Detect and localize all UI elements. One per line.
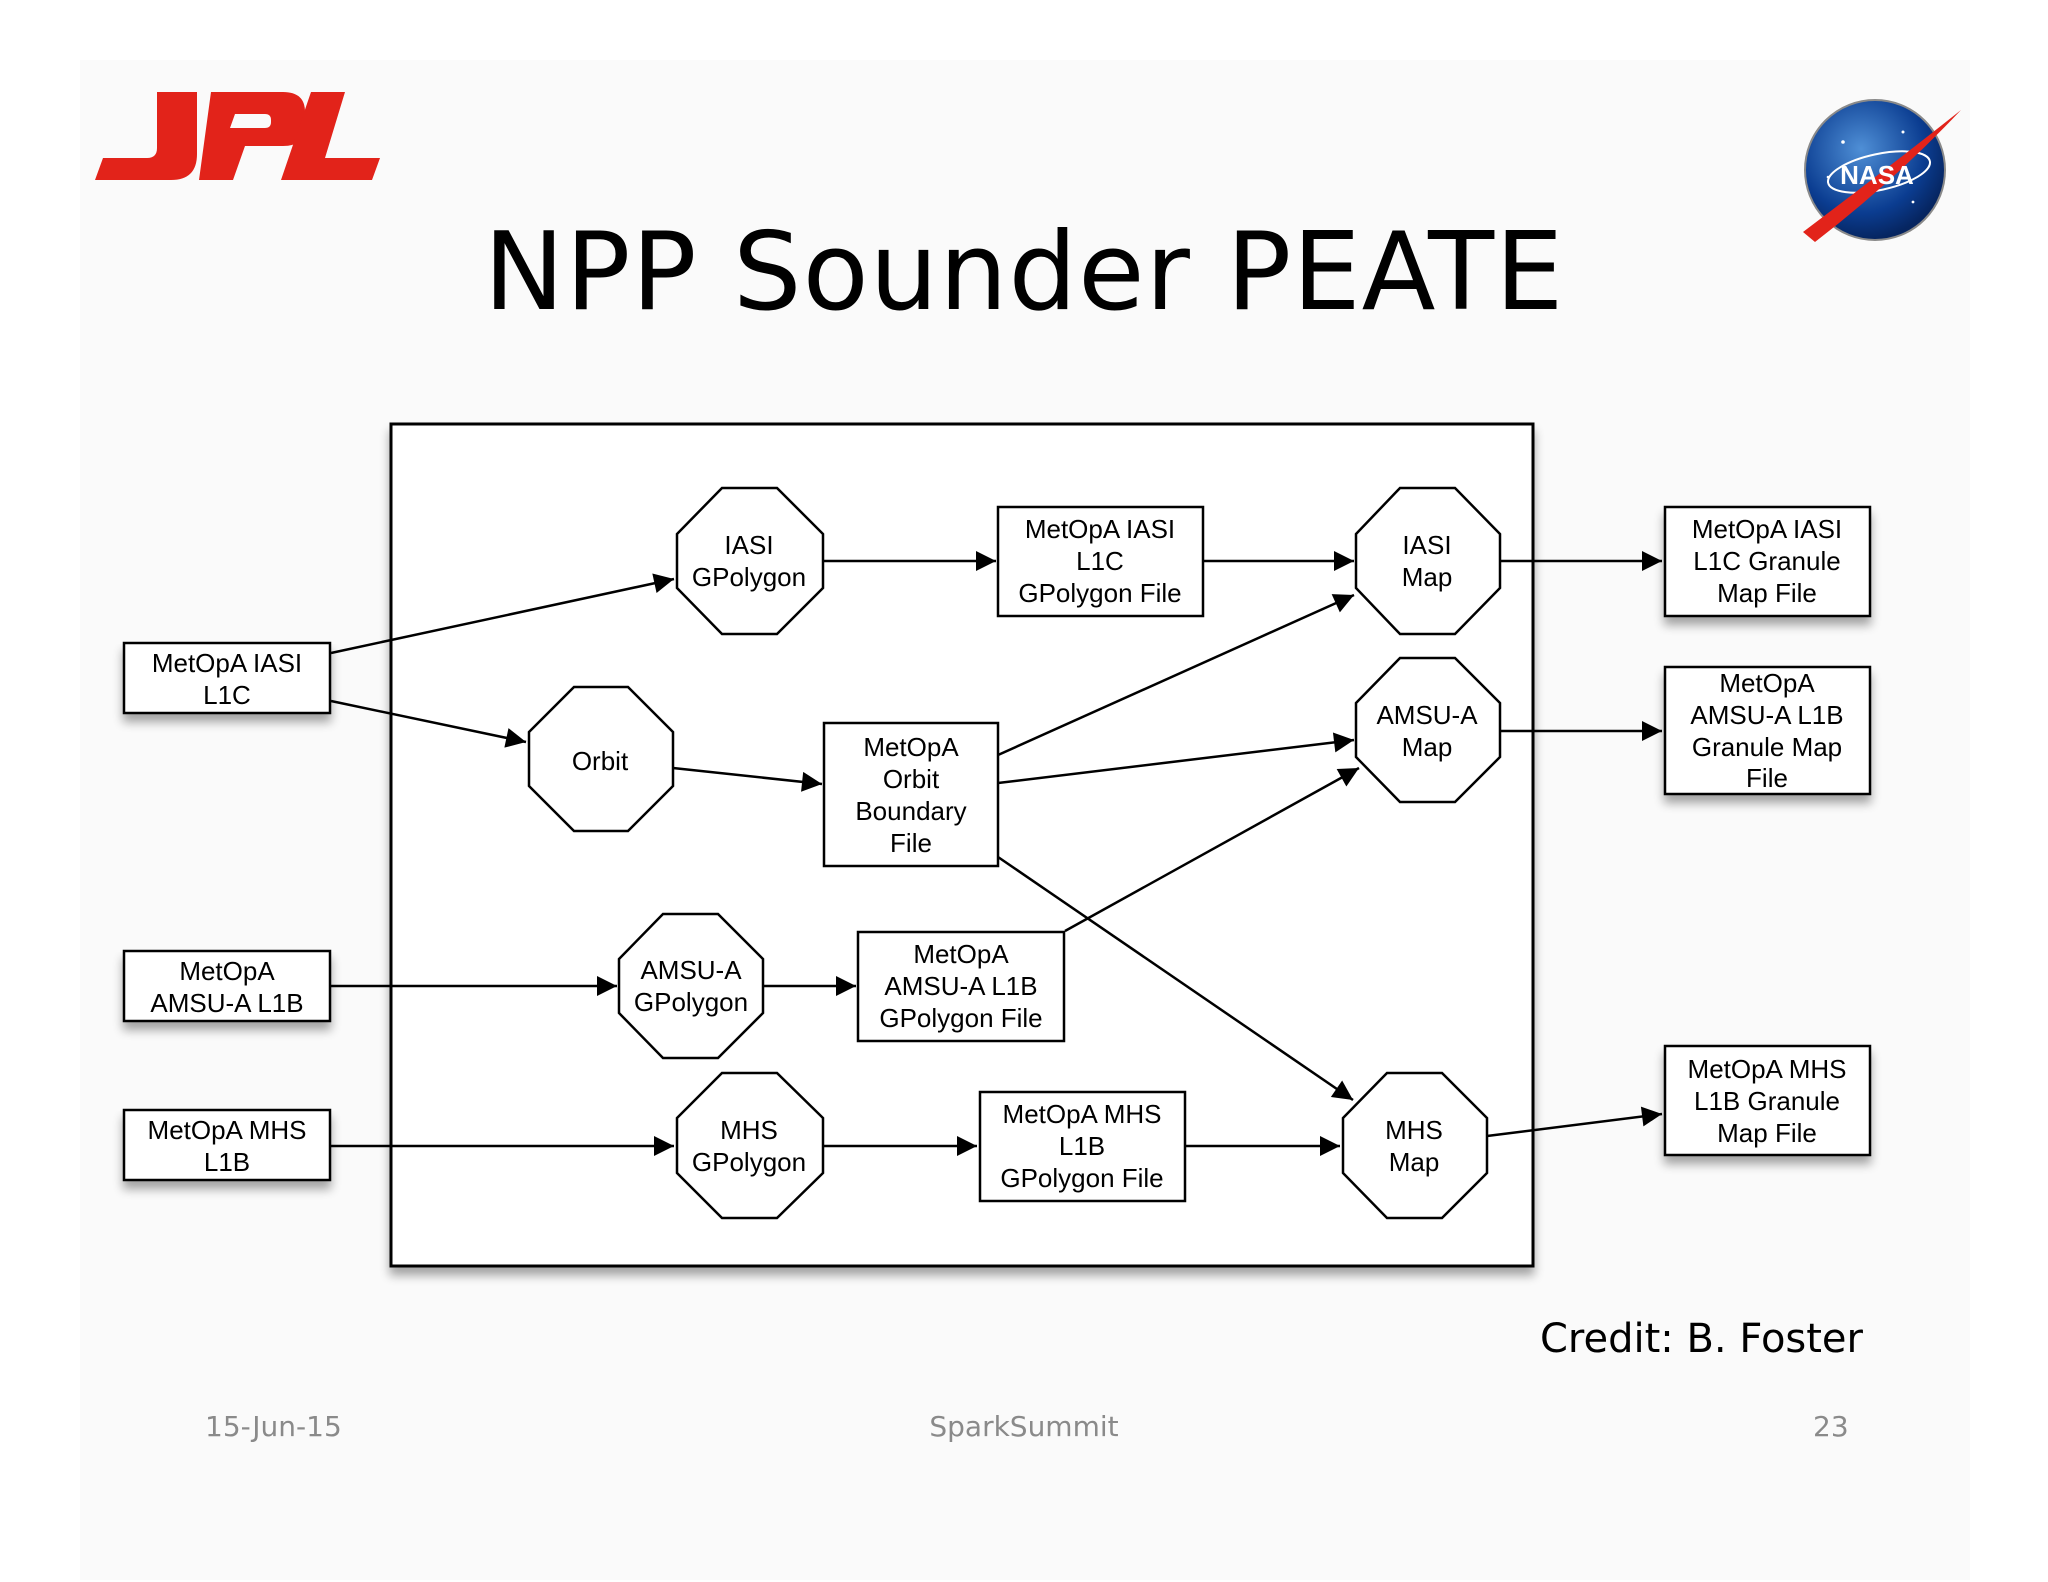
output-amsu-a-l1b-granule-map: MetOpA AMSU-A L1B Granule Map File [1663,665,1872,796]
edge-iasi-l1c-to-orbit [330,699,527,748]
input-metopa-iasi-l1c: MetOpA IASI L1C [122,641,332,715]
node-label: L1B [1059,1131,1105,1161]
node-label: Map [1402,732,1453,762]
edge-mhs-map-to-output [1486,1106,1663,1138]
node-label: IASI [724,530,773,560]
credit-text: Credit: B. Foster [1540,1316,1863,1362]
node-label: L1C Granule [1693,546,1840,576]
node-label: Orbit [572,746,629,776]
node-label: AMSU-A [1376,700,1478,730]
file-amsu-a-l1b-gpolygon: MetOpA AMSU-A L1B GPolygon File [856,930,1066,1043]
input-metopa-amsu-a-l1b: MetOpA AMSU-A L1B [122,949,332,1023]
jpl-logo [95,92,380,180]
node-label: MetOpA [179,956,275,986]
process-mhs-map: MHS Map [1341,1071,1489,1220]
node-label: AMSU-A [640,955,742,985]
slide-title: NPP Sounder PEATE [483,210,1565,335]
node-label: Map File [1717,1118,1817,1148]
node-label: MetOpA MHS [1688,1054,1847,1084]
edge-boundary-to-iasi-map [997,593,1355,757]
nasa-logo: NASA [1803,99,1961,242]
node-label: Map [1389,1147,1440,1177]
node-label: Orbit [883,764,940,794]
node-label: GPolygon [634,987,748,1017]
node-label: L1C [203,680,251,710]
edge-boundary-to-amsu-map [997,732,1355,785]
node-label: IASI [1402,530,1451,560]
process-iasi-map: IASI Map [1354,486,1502,636]
node-label: AMSU-A L1B [1690,700,1843,730]
output-iasi-l1c-granule-map: MetOpA IASI L1C Granule Map File [1663,505,1872,618]
input-metopa-mhs-l1b: MetOpA MHS L1B [122,1108,332,1182]
node-label: AMSU-A L1B [884,971,1037,1001]
node-label: File [1746,763,1788,793]
node-label: Map [1402,562,1453,592]
file-iasi-l1c-gpolygon: MetOpA IASI L1C GPolygon File [996,505,1205,618]
footer-date: 15-Jun-15 [205,1410,342,1443]
node-label: MetOpA [1719,668,1815,698]
node-label: MetOpA IASI [1692,514,1842,544]
node-label: MetOpA MHS [1003,1099,1162,1129]
file-orbit-boundary: MetOpA Orbit Boundary File [822,721,1000,868]
svg-text:NASA: NASA [1840,160,1914,190]
node-label: GPolygon File [1018,578,1181,608]
footer-page-number: 23 [1813,1410,1849,1443]
node-label: MetOpA MHS [148,1115,307,1145]
edge-boundary-to-mhs-map [997,855,1354,1102]
output-mhs-l1b-granule-map: MetOpA MHS L1B Granule Map File [1663,1044,1872,1157]
edges [330,551,1663,1156]
node-label: Map File [1717,578,1817,608]
node-label: File [890,828,932,858]
process-iasi-gpolygon: IASI GPolygon [675,486,825,636]
node-label: Granule Map [1692,732,1842,762]
node-label: AMSU-A L1B [150,988,303,1018]
process-amsu-a-gpolygon: AMSU-A GPolygon [617,912,765,1060]
node-label: MetOpA [913,939,1009,969]
process-amsu-a-map: AMSU-A Map [1354,656,1502,804]
node-label: L1C [1076,546,1124,576]
edge-amsu-file-to-amsu-map [1064,766,1360,933]
node-label: MHS [1385,1115,1443,1145]
node-label: GPolygon [692,562,806,592]
node-label: MetOpA IASI [152,648,302,678]
edge-iasi-l1c-to-iasi-gpolygon [330,573,675,655]
process-mhs-gpolygon: MHS GPolygon [675,1071,825,1220]
node-label: L1B [204,1147,250,1177]
node-label: L1B Granule [1694,1086,1840,1116]
file-mhs-l1b-gpolygon: MetOpA MHS L1B GPolygon File [978,1090,1187,1203]
node-label: Boundary [855,796,966,826]
footer-event: SparkSummit [929,1410,1119,1443]
process-orbit: Orbit [527,685,675,833]
node-label: GPolygon [692,1147,806,1177]
node-label: MetOpA [863,732,959,762]
edge-orbit-to-boundary-file [672,766,823,792]
node-label: GPolygon File [1000,1163,1163,1193]
node-label: MetOpA IASI [1025,514,1175,544]
node-label: MHS [720,1115,778,1145]
node-label: GPolygon File [879,1003,1042,1033]
